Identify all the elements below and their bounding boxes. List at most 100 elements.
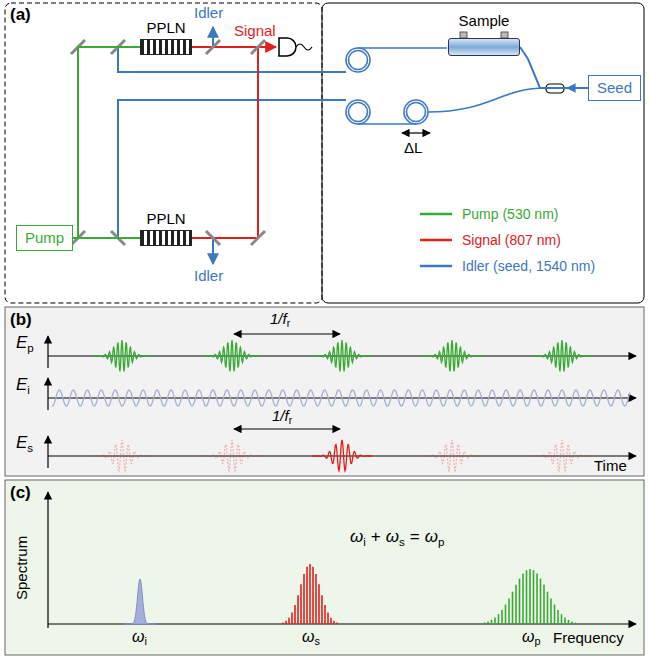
- pump-comb-line: [550, 598, 552, 624]
- text-label: ω: [425, 528, 438, 547]
- signal-comb-line: [285, 621, 287, 624]
- legend-line: [418, 234, 456, 246]
- pump-comb-line: [564, 617, 566, 624]
- text-label: Frequency: [553, 630, 624, 647]
- pump-pulse: [92, 340, 152, 371]
- subscript: i: [363, 536, 366, 549]
- label-group: Time: [594, 458, 627, 475]
- pump-comb-line: [547, 592, 549, 624]
- pump-comb-line: [515, 585, 517, 624]
- label-group: Frequency: [553, 630, 624, 647]
- pump-comb-line: [540, 579, 542, 624]
- pump-pulse: [422, 340, 482, 371]
- legend-text: Idler (seed, 1540 nm): [462, 258, 595, 274]
- label-group: Ei: [16, 376, 30, 395]
- pump-comb-line: [533, 570, 535, 624]
- pump-comb-line: [487, 621, 489, 624]
- legend-text: Signal (807 nm): [462, 232, 561, 248]
- label-group: Idler: [194, 268, 223, 285]
- signal-comb-line: [327, 613, 329, 624]
- ppln-crystal: PPLN: [140, 39, 192, 55]
- legend-entry: Idler (seed, 1540 nm): [418, 258, 595, 274]
- signal-pulse: [422, 440, 482, 471]
- signal-comb-line: [318, 584, 320, 624]
- text-label: ω: [350, 528, 363, 547]
- signal-comb-line: [282, 623, 284, 624]
- pump-comb-line: [571, 621, 573, 624]
- pump-comb-line: [494, 617, 496, 624]
- signal-comb-line: [336, 623, 338, 624]
- pump-pulse: [532, 340, 592, 371]
- text-label: 1/f: [272, 408, 289, 425]
- signal-pulse: [92, 440, 152, 471]
- signal-comb-line: [324, 605, 326, 624]
- pump-comb-line: [508, 598, 510, 624]
- pump-comb-line: [501, 610, 503, 624]
- legend-line: [418, 208, 456, 220]
- text-label: 1/f: [270, 311, 287, 328]
- part-label: PPLN: [146, 210, 185, 227]
- pump-comb-line: [575, 622, 577, 624]
- subscript: p: [438, 536, 444, 549]
- idler-arrow: [212, 238, 214, 264]
- box-label: Pump: [25, 229, 64, 246]
- label-group: (a): [10, 6, 31, 25]
- detector-wire: [296, 44, 312, 50]
- spectrum-panel: [5, 480, 644, 655]
- mirrors: [71, 40, 265, 245]
- pump-comb-line: [561, 614, 563, 624]
- idler-wave: [52, 390, 630, 406]
- signal-comb-line: [291, 613, 293, 624]
- signal-comb-line: [312, 567, 314, 624]
- free-space-panel: [5, 3, 322, 303]
- time-panel: [5, 307, 644, 476]
- signal-comb-line: [309, 564, 311, 624]
- pump-comb-line: [543, 585, 545, 624]
- subscript: s: [399, 536, 405, 549]
- pump-pulse: [312, 340, 372, 371]
- text-label: E: [16, 334, 27, 353]
- pump-comb-line: [568, 620, 570, 624]
- spectrum-axes: [48, 492, 636, 628]
- text-label: (b): [10, 311, 32, 330]
- subscript: p: [534, 636, 540, 648]
- pump-comb-line: [484, 622, 486, 624]
- pump-comb-line: [505, 605, 507, 624]
- text-label: Signal: [234, 23, 276, 40]
- idler-arrow: [212, 27, 214, 47]
- signal-comb-line: [303, 574, 305, 624]
- text-label: (a): [10, 6, 31, 25]
- signal-beam: [192, 47, 258, 238]
- pump-beam: [73, 47, 140, 238]
- detector: [279, 38, 296, 56]
- pump-comb-line: [498, 614, 500, 624]
- time-axes: [48, 334, 636, 468]
- pump-box: Pump: [16, 225, 73, 250]
- legend-text: Pump (530 nm): [462, 206, 558, 222]
- legend-line: [418, 260, 456, 272]
- signal-pulse: [202, 440, 262, 471]
- seed-box: Seed: [588, 75, 641, 100]
- signal-pulse: [312, 440, 372, 471]
- subscript: s: [314, 636, 319, 648]
- waveforms: [52, 340, 630, 624]
- signal-comb-line: [294, 605, 296, 624]
- text-label: Idler: [194, 5, 223, 22]
- pump-comb-line: [536, 573, 538, 624]
- label-group: (b): [10, 311, 32, 330]
- pump-comb-line: [526, 570, 528, 624]
- signal-comb-line: [288, 618, 290, 624]
- idler-beam: [118, 100, 346, 238]
- operator: +: [371, 528, 381, 547]
- signal-pulse: [532, 440, 592, 471]
- subscript: r: [289, 415, 292, 426]
- label-group: ΔL: [404, 140, 422, 157]
- label-group: ωs: [302, 628, 320, 646]
- text-label: ω: [132, 628, 144, 646]
- pump-comb-line: [557, 610, 559, 624]
- pump-beam: [73, 237, 140, 239]
- pump-pulse: [202, 340, 262, 371]
- text-label: ω: [302, 628, 314, 646]
- pump-comb-line: [554, 605, 556, 624]
- subscript: s: [27, 442, 33, 455]
